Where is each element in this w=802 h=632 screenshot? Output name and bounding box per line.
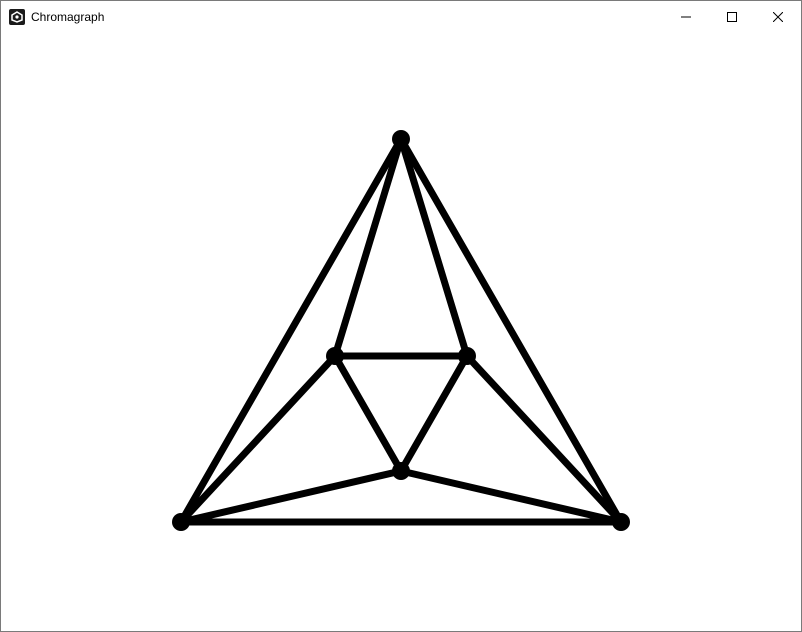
graph-edge-top-outer-right[interactable]	[397, 135, 625, 526]
graph-vertex-top[interactable]	[392, 130, 410, 148]
graph-canvas[interactable]	[1, 32, 801, 631]
window-title: Chromagraph	[31, 9, 105, 24]
graph-edge-inner-right-outer-right[interactable]	[463, 352, 625, 526]
title-bar[interactable]: Chromagraph	[1, 1, 801, 32]
graph-edge-inner-left-outer-left[interactable]	[177, 352, 339, 526]
graph-edge-top-inner-right[interactable]	[397, 135, 471, 360]
minimize-icon	[681, 16, 691, 17]
chromagraph-logo-icon	[9, 8, 25, 25]
close-icon	[773, 11, 783, 22]
close-button[interactable]	[755, 1, 801, 32]
graph-edge-inner-right-inner-bottom[interactable]	[397, 352, 471, 475]
graph-edge-inner-left-inner-bottom[interactable]	[331, 352, 405, 475]
graph-edge-inner-bottom-outer-left[interactable]	[177, 467, 405, 526]
graph-edge-top-outer-left[interactable]	[177, 135, 405, 526]
graph-edge-top-inner-left[interactable]	[331, 135, 405, 360]
graph-edge-inner-bottom-outer-right[interactable]	[397, 467, 625, 526]
maximize-button[interactable]	[709, 1, 755, 32]
graph-vertex-inner-right[interactable]	[458, 347, 476, 365]
maximize-icon	[727, 11, 737, 22]
graph-vertex-inner-left[interactable]	[326, 347, 344, 365]
graph-vertex-outer-left[interactable]	[172, 513, 190, 531]
graph-vertex-outer-right[interactable]	[612, 513, 630, 531]
window-controls	[663, 1, 801, 32]
minimize-button[interactable]	[663, 1, 709, 32]
graph-vertex-inner-bottom[interactable]	[392, 462, 410, 480]
